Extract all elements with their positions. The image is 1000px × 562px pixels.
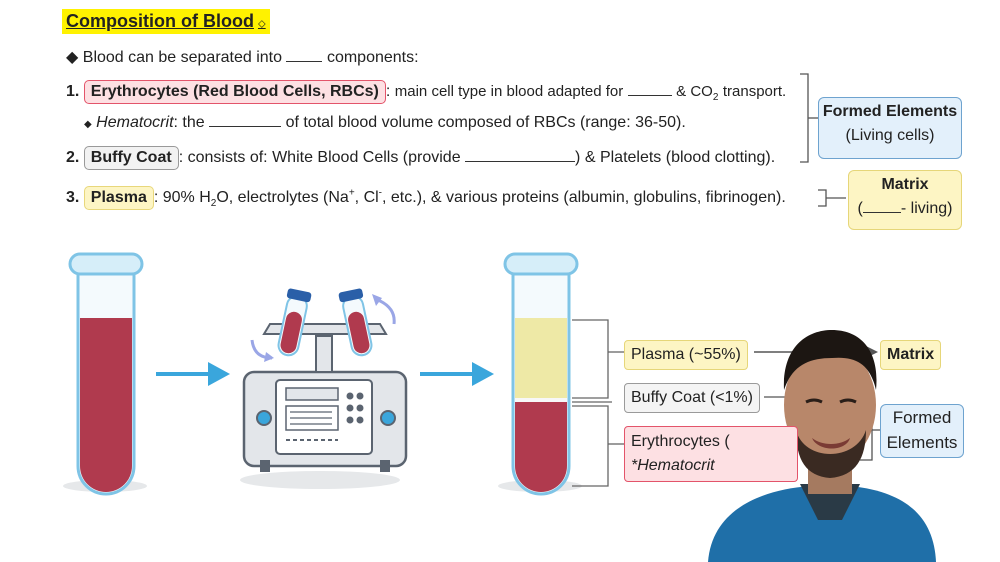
matrix-label: Matrix: [880, 340, 942, 370]
whole-blood-tube: [63, 252, 147, 496]
page-title: Composition of Blood⬦: [62, 9, 270, 34]
matrix-bracket: [818, 189, 827, 207]
blank-matrix: [862, 200, 901, 213]
item-erythrocytes: 1. Erythrocytes (Red Blood Cells, RBCs):…: [66, 80, 786, 104]
formed-elements-label: Formed Elements: [880, 404, 964, 458]
erythrocytes-pill: Erythrocytes (Red Blood Cells, RBCs): [83, 80, 386, 104]
buffy-coat-pill: Buffy Coat: [83, 146, 179, 170]
blank-components: [286, 49, 323, 62]
arrow-right-icon-2: [420, 362, 494, 386]
formed-bracket: [800, 73, 809, 163]
top-brackets: [800, 73, 846, 207]
buffy-coat-label: Buffy Coat (<1%): [624, 383, 760, 413]
bullet-icon: ◆: [66, 49, 79, 66]
separated-blood-tube: [498, 252, 582, 496]
erythrocytes-label: Erythrocytes ( *Hematocrit: [624, 426, 798, 482]
matrix-box: Matrix (- living): [848, 170, 962, 230]
hematocrit-line: ◆ Hematocrit: the of total blood volume …: [84, 114, 686, 131]
diamond-icon: ⬦: [257, 18, 266, 30]
presenter-image: [708, 330, 936, 562]
item-buffy-coat: 2. Buffy Coat: consists of: White Blood …: [66, 146, 775, 170]
intro-line: ◆ Blood can be separated into components…: [66, 49, 419, 66]
blood-separation-diagram: [63, 252, 936, 562]
blank-transport: [627, 83, 672, 96]
arrow-right-icon: [156, 362, 230, 386]
small-bullet-icon: ◆: [84, 119, 92, 130]
blank-hematocrit: [209, 114, 282, 127]
centrifuge-icon: [240, 288, 408, 489]
item-plasma: 3. Plasma: 90% H2O, electrolytes (Na+, C…: [66, 186, 786, 210]
formed-elements-box: Formed Elements (Living cells): [818, 97, 962, 159]
blank-wbc: [465, 149, 576, 162]
plasma-label: Plasma (~55%): [624, 340, 748, 370]
plasma-pill: Plasma: [83, 186, 154, 210]
